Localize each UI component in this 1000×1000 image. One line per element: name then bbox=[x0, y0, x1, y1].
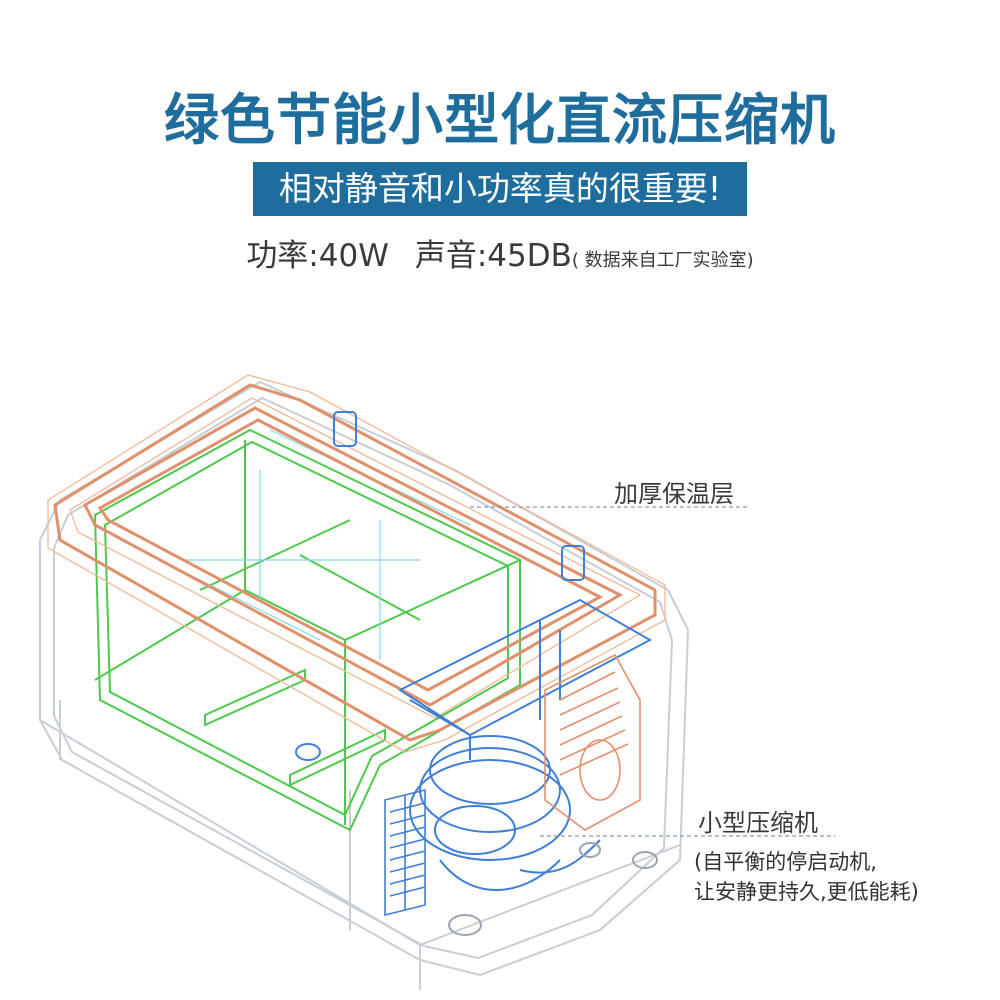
lid-seal bbox=[53, 383, 657, 742]
inner-liner bbox=[93, 428, 521, 832]
spec-source-note: ( 数据来自工厂实验室) bbox=[571, 250, 754, 271]
compressor-assembly bbox=[295, 598, 653, 891]
heat-sink bbox=[384, 788, 426, 917]
insulation-callout: 加厚保温层 bbox=[614, 480, 734, 508]
power-spec: 功率:40W bbox=[246, 238, 389, 274]
subtitle-banner: 相对静音和小功率真的很重要! bbox=[253, 162, 747, 216]
spec-line: 功率:40W 声音:45DB( 数据来自工厂实验室) bbox=[0, 230, 1000, 275]
compressor-note-line1: (自平衡的停启动机, bbox=[694, 850, 877, 874]
outer-shell bbox=[39, 380, 690, 990]
callout-leaders bbox=[470, 506, 835, 837]
compressor-note-line2: 让安静更持久,更低能耗) bbox=[694, 880, 919, 904]
feet bbox=[448, 842, 658, 936]
lid-seal-thin bbox=[47, 374, 666, 753]
cooling-fan bbox=[544, 653, 641, 831]
noise-spec: 声音:45DB bbox=[414, 238, 572, 274]
latch-icon bbox=[333, 411, 585, 581]
page-title: 绿色节能小型化直流压缩机 bbox=[163, 88, 836, 152]
compressor-callout: 小型压缩机 bbox=[698, 809, 818, 837]
